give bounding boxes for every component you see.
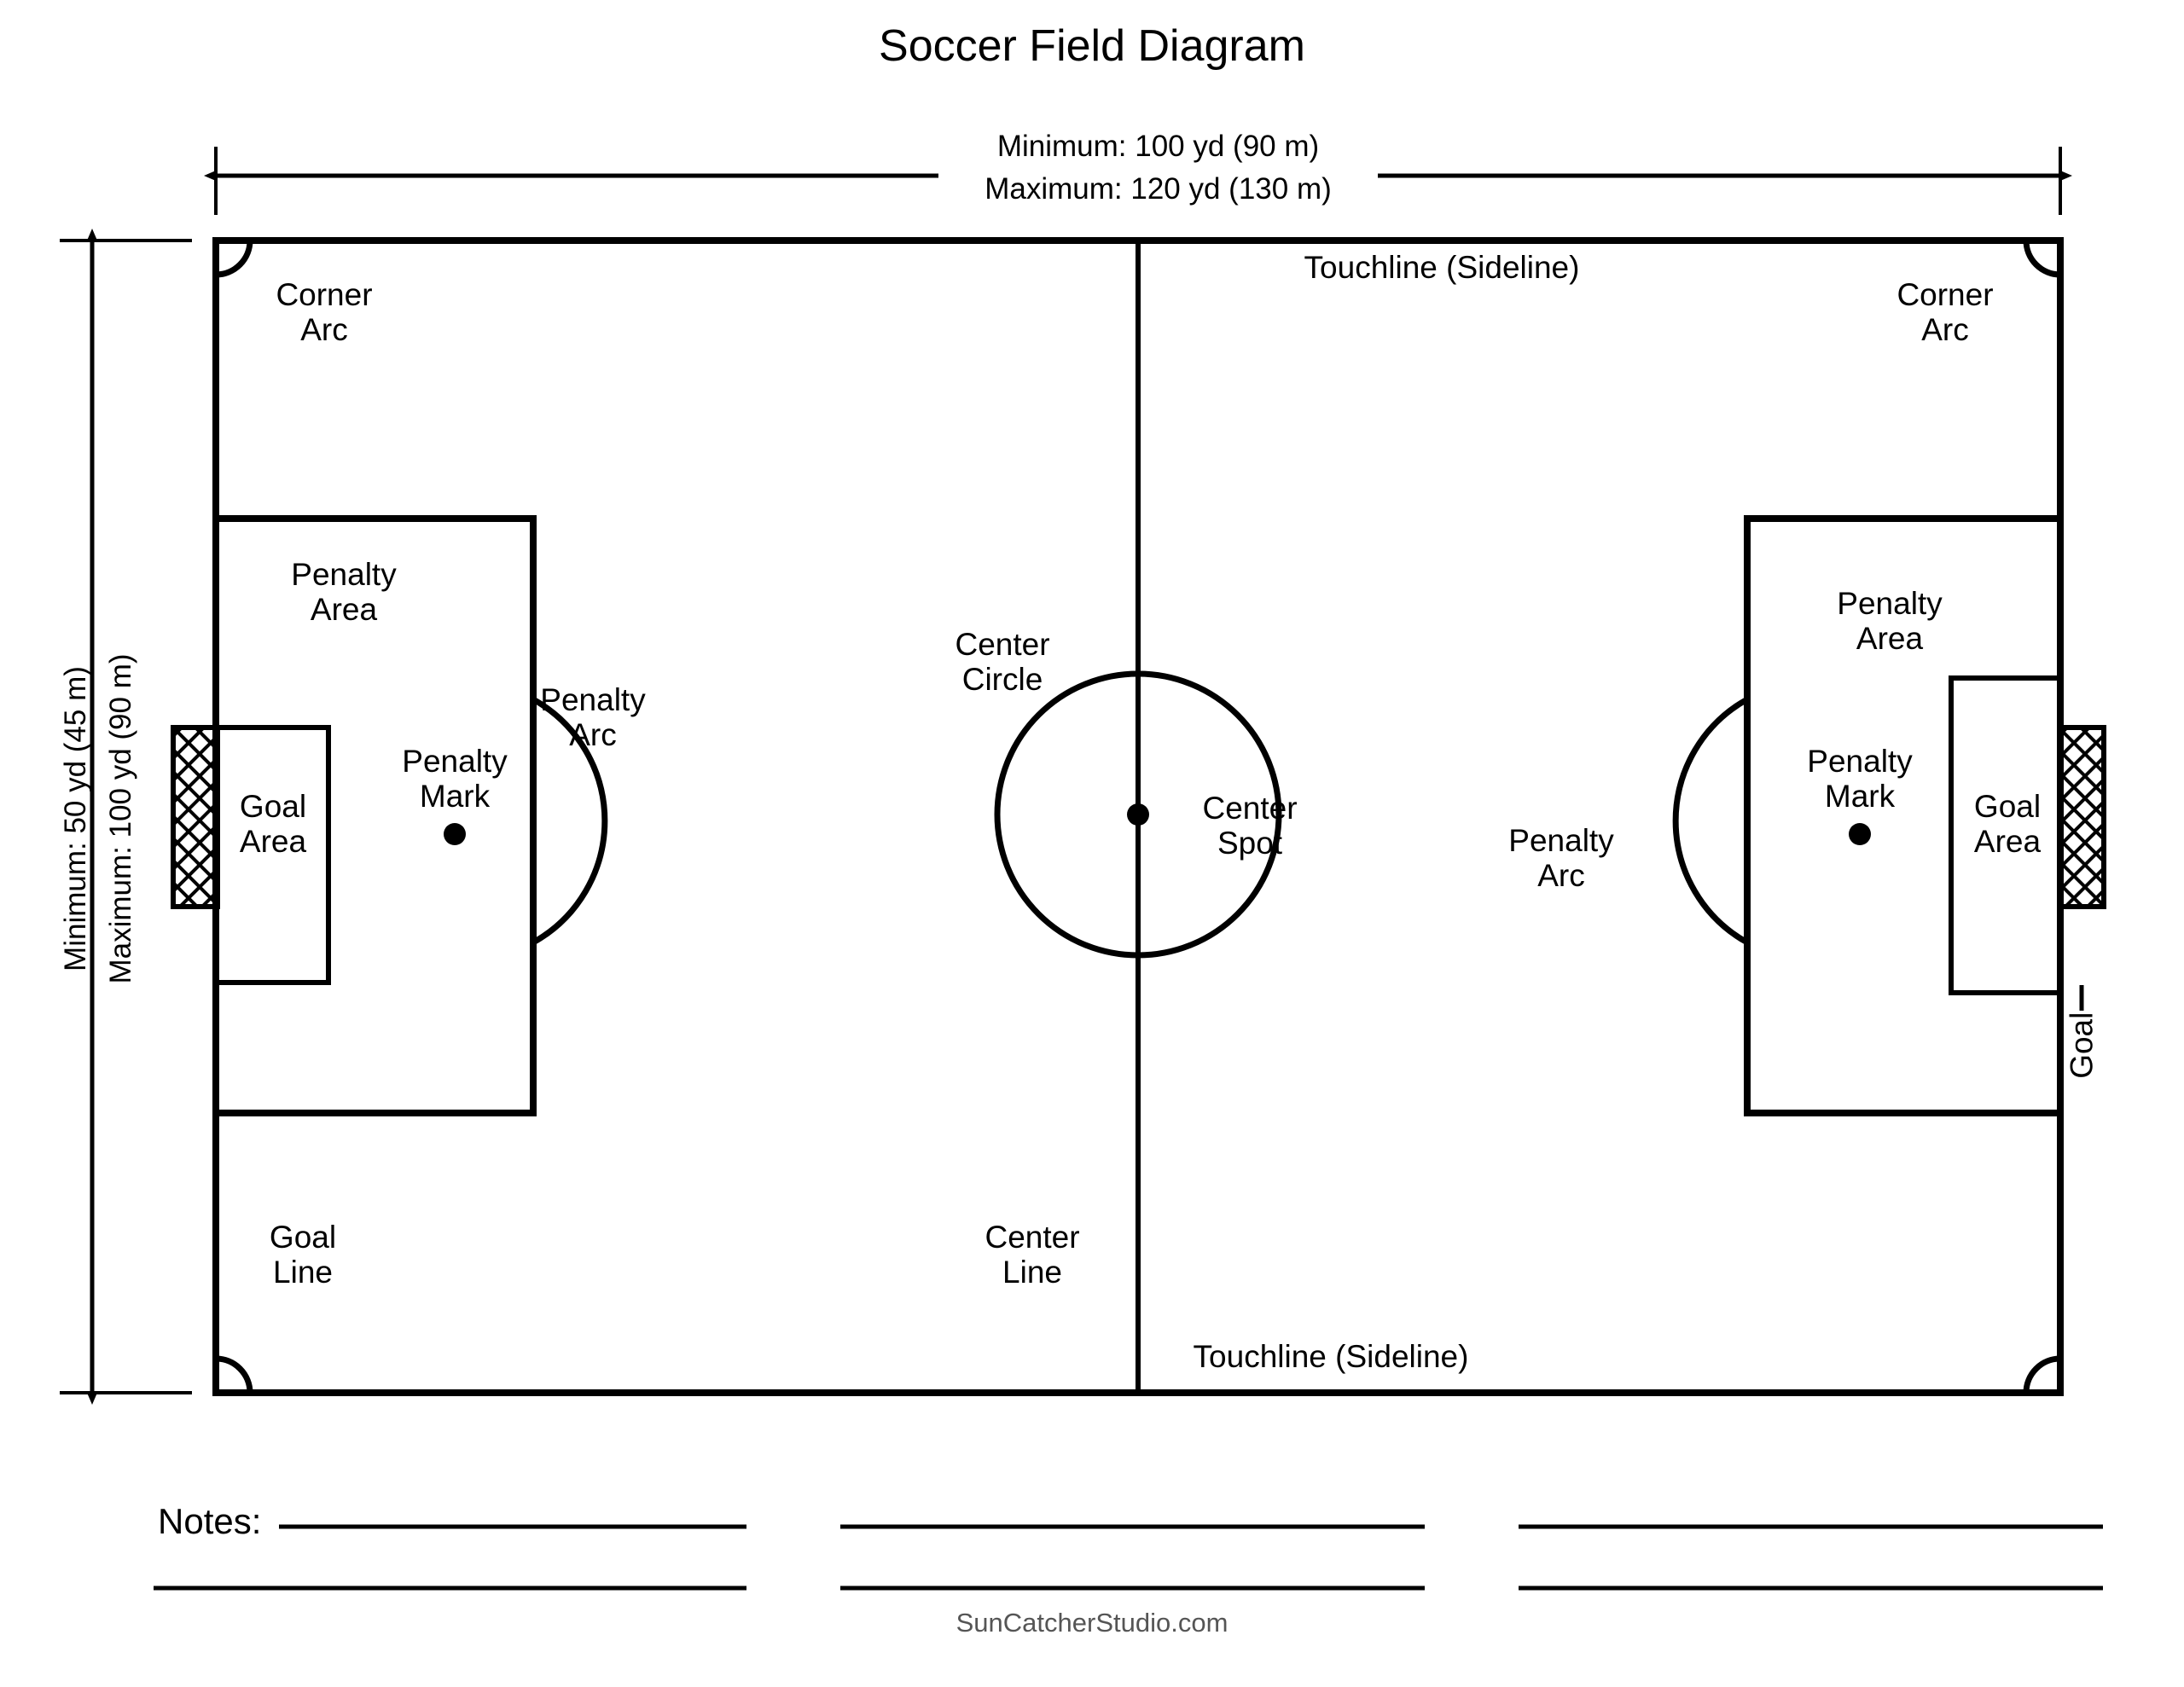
- touchline-bottom-label: Touchline (Sideline): [1193, 1339, 1469, 1374]
- dimension-width: [204, 147, 2072, 215]
- touchline-top-label: Touchline (Sideline): [1304, 250, 1580, 285]
- penalty-area-right-label: Penalty Area: [1837, 586, 1943, 657]
- goal-area-right: [1949, 675, 2063, 995]
- goal-net-left: [171, 725, 220, 909]
- center-spot-label: Center Spot: [1202, 791, 1298, 861]
- dimension-width-max-label: Maximum: 120 yd (130 m): [985, 172, 1332, 206]
- penalty-area-left-label: Penalty Area: [291, 557, 397, 628]
- center-line-label: Center Line: [985, 1220, 1080, 1290]
- penalty-arc-right-label: Penalty Arc: [1508, 823, 1614, 894]
- goal-area-left: [213, 725, 331, 985]
- penalty-mark-left-label: Penalty Mark: [402, 744, 508, 815]
- corner-arc-left-label: Corner Arc: [276, 277, 373, 348]
- corner-arc-right-label: Corner Arc: [1896, 277, 1994, 348]
- dimension-width-min-label: Minimum: 100 yd (90 m): [996, 130, 1320, 163]
- penalty-arc-left-label: Penalty Arc: [540, 682, 646, 753]
- goal-right-label: Goal: [2064, 1012, 2100, 1079]
- corner-arc-top-left: [215, 240, 253, 278]
- goal-area-left-label: Goal Area: [239, 789, 307, 860]
- center-circle: [994, 670, 1282, 959]
- dimension-height: [60, 229, 192, 1405]
- corner-arc-bottom-left: [215, 1355, 253, 1394]
- center-spot-dot: [1127, 803, 1149, 826]
- penalty-mark-left-dot: [444, 823, 466, 845]
- penalty-mark-right-dot: [1849, 823, 1871, 845]
- goal-area-right-label: Goal Area: [1973, 789, 2042, 860]
- notes-lines: [154, 1524, 2103, 1591]
- penalty-arc-left: [531, 696, 608, 946]
- corner-arc-top-right: [2023, 240, 2061, 278]
- dimension-height-max-label: Maximum: 100 yd (90 m): [104, 653, 137, 984]
- goal-line-label: Goal Line: [269, 1220, 337, 1290]
- penalty-mark-right-label: Penalty Mark: [1807, 744, 1913, 815]
- footer-watermark: SunCatcherStudio.com: [956, 1608, 1228, 1638]
- dimension-height-min-label: Minimum: 50 yd (45 m): [59, 666, 92, 971]
- penalty-arc-right: [1672, 696, 1749, 946]
- page-title: Soccer Field Diagram: [879, 21, 1305, 71]
- corner-arc-bottom-right: [2023, 1355, 2061, 1394]
- center-circle-label: Center Circle: [955, 627, 1050, 698]
- notes-label: Notes:: [158, 1501, 262, 1541]
